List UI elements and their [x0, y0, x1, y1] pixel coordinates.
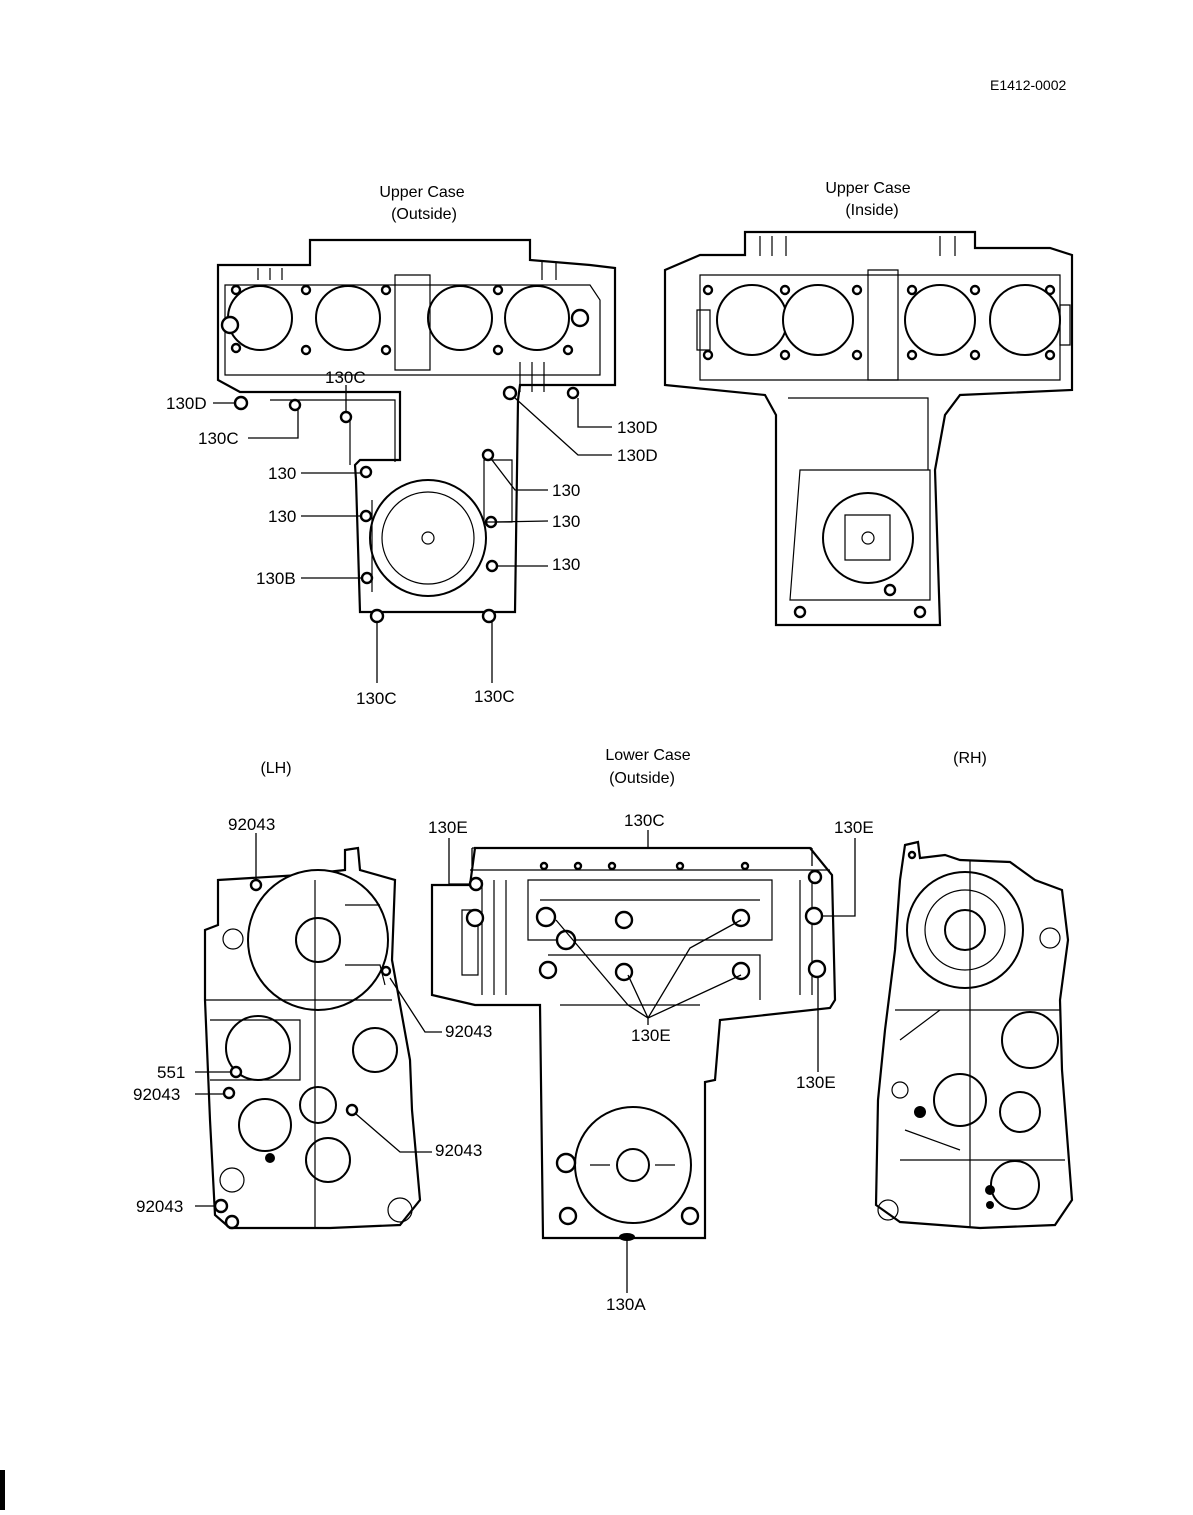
callout-lower-130e-center: 130E [631, 1026, 671, 1045]
lh-case-drawing [203, 846, 422, 1230]
callout-lower-130e-right-low: 130E [796, 1073, 836, 1092]
callout-130c-bottom-right: 130C [474, 687, 515, 706]
callout-lower-130a: 130A [606, 1295, 646, 1314]
upper-outside-title: Upper Case [379, 184, 464, 201]
upper-case-inside-drawing [663, 230, 1074, 627]
callout-lh-92043-left: 92043 [133, 1085, 180, 1104]
callout-130b: 130B [256, 569, 296, 588]
upper-outside-subtitle: (Outside) [391, 206, 457, 223]
callout-130-right-3: 130 [552, 555, 580, 574]
callout-lower-130c-top: 130C [624, 811, 665, 830]
callout-lh-551: 551 [157, 1063, 185, 1082]
callout-lower-130e-left: 130E [428, 818, 468, 837]
callout-130d-right-2: 130D [617, 446, 658, 465]
lower-outside-leaders [448, 830, 856, 1293]
callout-130-a: 130 [268, 464, 296, 483]
callout-130c-left: 130C [198, 429, 239, 448]
lh-title: (LH) [260, 760, 291, 777]
rh-case-drawing [874, 840, 1074, 1230]
callout-130d-right-1: 130D [617, 418, 658, 437]
edge-mark [0, 1470, 5, 1510]
callout-130-b: 130 [268, 507, 296, 526]
callout-130-right-2: 130 [552, 512, 580, 531]
callout-lh-92043-mid: 92043 [445, 1022, 492, 1041]
lower-outside-subtitle: (Outside) [609, 770, 675, 787]
callout-130d-left: 130D [166, 394, 207, 413]
upper-inside-subtitle: (Inside) [845, 202, 898, 219]
upper-outside-leaders [213, 385, 612, 683]
callout-130-right-1: 130 [552, 481, 580, 500]
rh-title: (RH) [953, 750, 987, 767]
lh-leaders [195, 833, 442, 1207]
lower-outside-title: Lower Case [605, 747, 690, 764]
upper-case-outside-drawing [216, 238, 617, 624]
callout-lh-92043-top: 92043 [228, 815, 275, 834]
upper-inside-title: Upper Case [825, 180, 910, 197]
callout-130c-bottom-left: 130C [356, 689, 397, 708]
callout-lower-130e-right: 130E [834, 818, 874, 837]
callout-130c-top: 130C [325, 368, 366, 387]
callout-lh-92043-right: 92043 [435, 1141, 482, 1160]
document-code: E1412-0002 [990, 77, 1067, 93]
lower-case-outside-drawing [430, 846, 837, 1241]
callout-lh-92043-bottom: 92043 [136, 1197, 183, 1216]
